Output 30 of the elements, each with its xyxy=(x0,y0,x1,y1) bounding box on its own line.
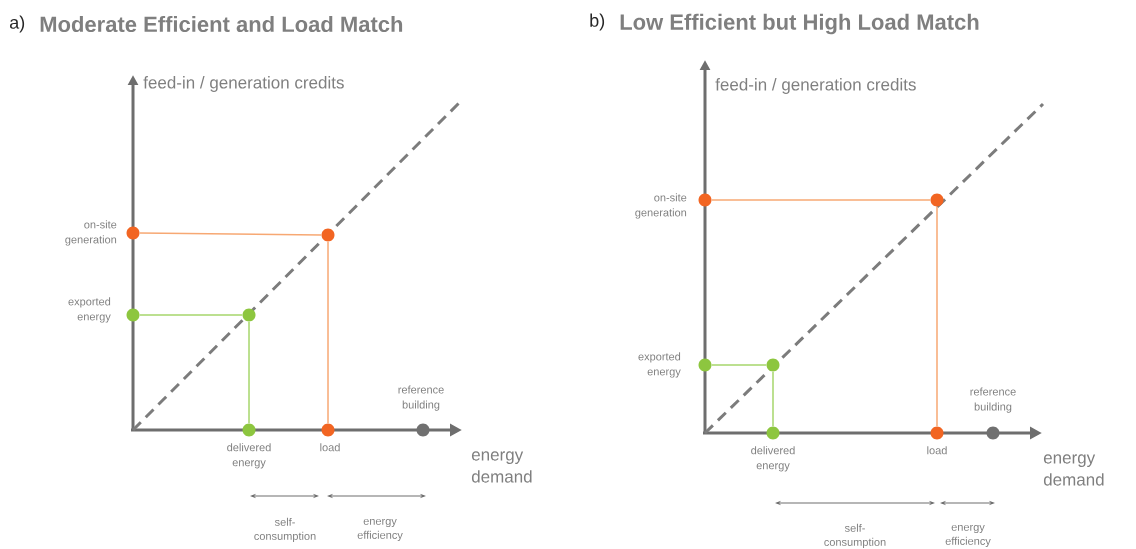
point-label: exported energy xyxy=(638,352,681,378)
point-label: reference building xyxy=(398,385,444,411)
panel-title: Moderate Efficient and Load Match xyxy=(40,15,403,33)
dimension-label: energy efficiency xyxy=(945,524,991,548)
connector-line xyxy=(772,370,774,428)
connector-line xyxy=(936,205,938,428)
panel-letter: b) xyxy=(590,13,605,31)
axis-title: energy demand xyxy=(471,451,532,483)
point-label: exported energy xyxy=(68,297,111,323)
panel-title: Low Efficient but High Load Match xyxy=(620,13,979,35)
axis-title: energy demand xyxy=(1043,454,1104,486)
point-label: reference building xyxy=(970,387,1016,413)
point-label: on-site generation xyxy=(65,220,117,246)
connector-line xyxy=(138,232,323,236)
axis-title: feed-in / generation credits xyxy=(715,78,916,94)
connector-line xyxy=(710,364,768,366)
point-label: delivered energy xyxy=(227,443,271,469)
connector-line xyxy=(327,240,329,425)
dimension-label: energy efficiency xyxy=(357,518,403,542)
point-label: on-site generation xyxy=(635,193,687,219)
dimension-label: self-consumption xyxy=(254,517,316,543)
point-label: load xyxy=(320,443,340,452)
dimension-label: self-consumption xyxy=(824,523,886,549)
panel-letter: a) xyxy=(10,15,25,33)
point-label: load xyxy=(927,446,947,455)
axis-title: feed-in / generation credits xyxy=(143,76,344,92)
connector-line xyxy=(138,314,244,316)
connector-line xyxy=(710,199,932,201)
connector-line xyxy=(248,320,250,425)
point-label: delivered energy xyxy=(751,446,795,472)
